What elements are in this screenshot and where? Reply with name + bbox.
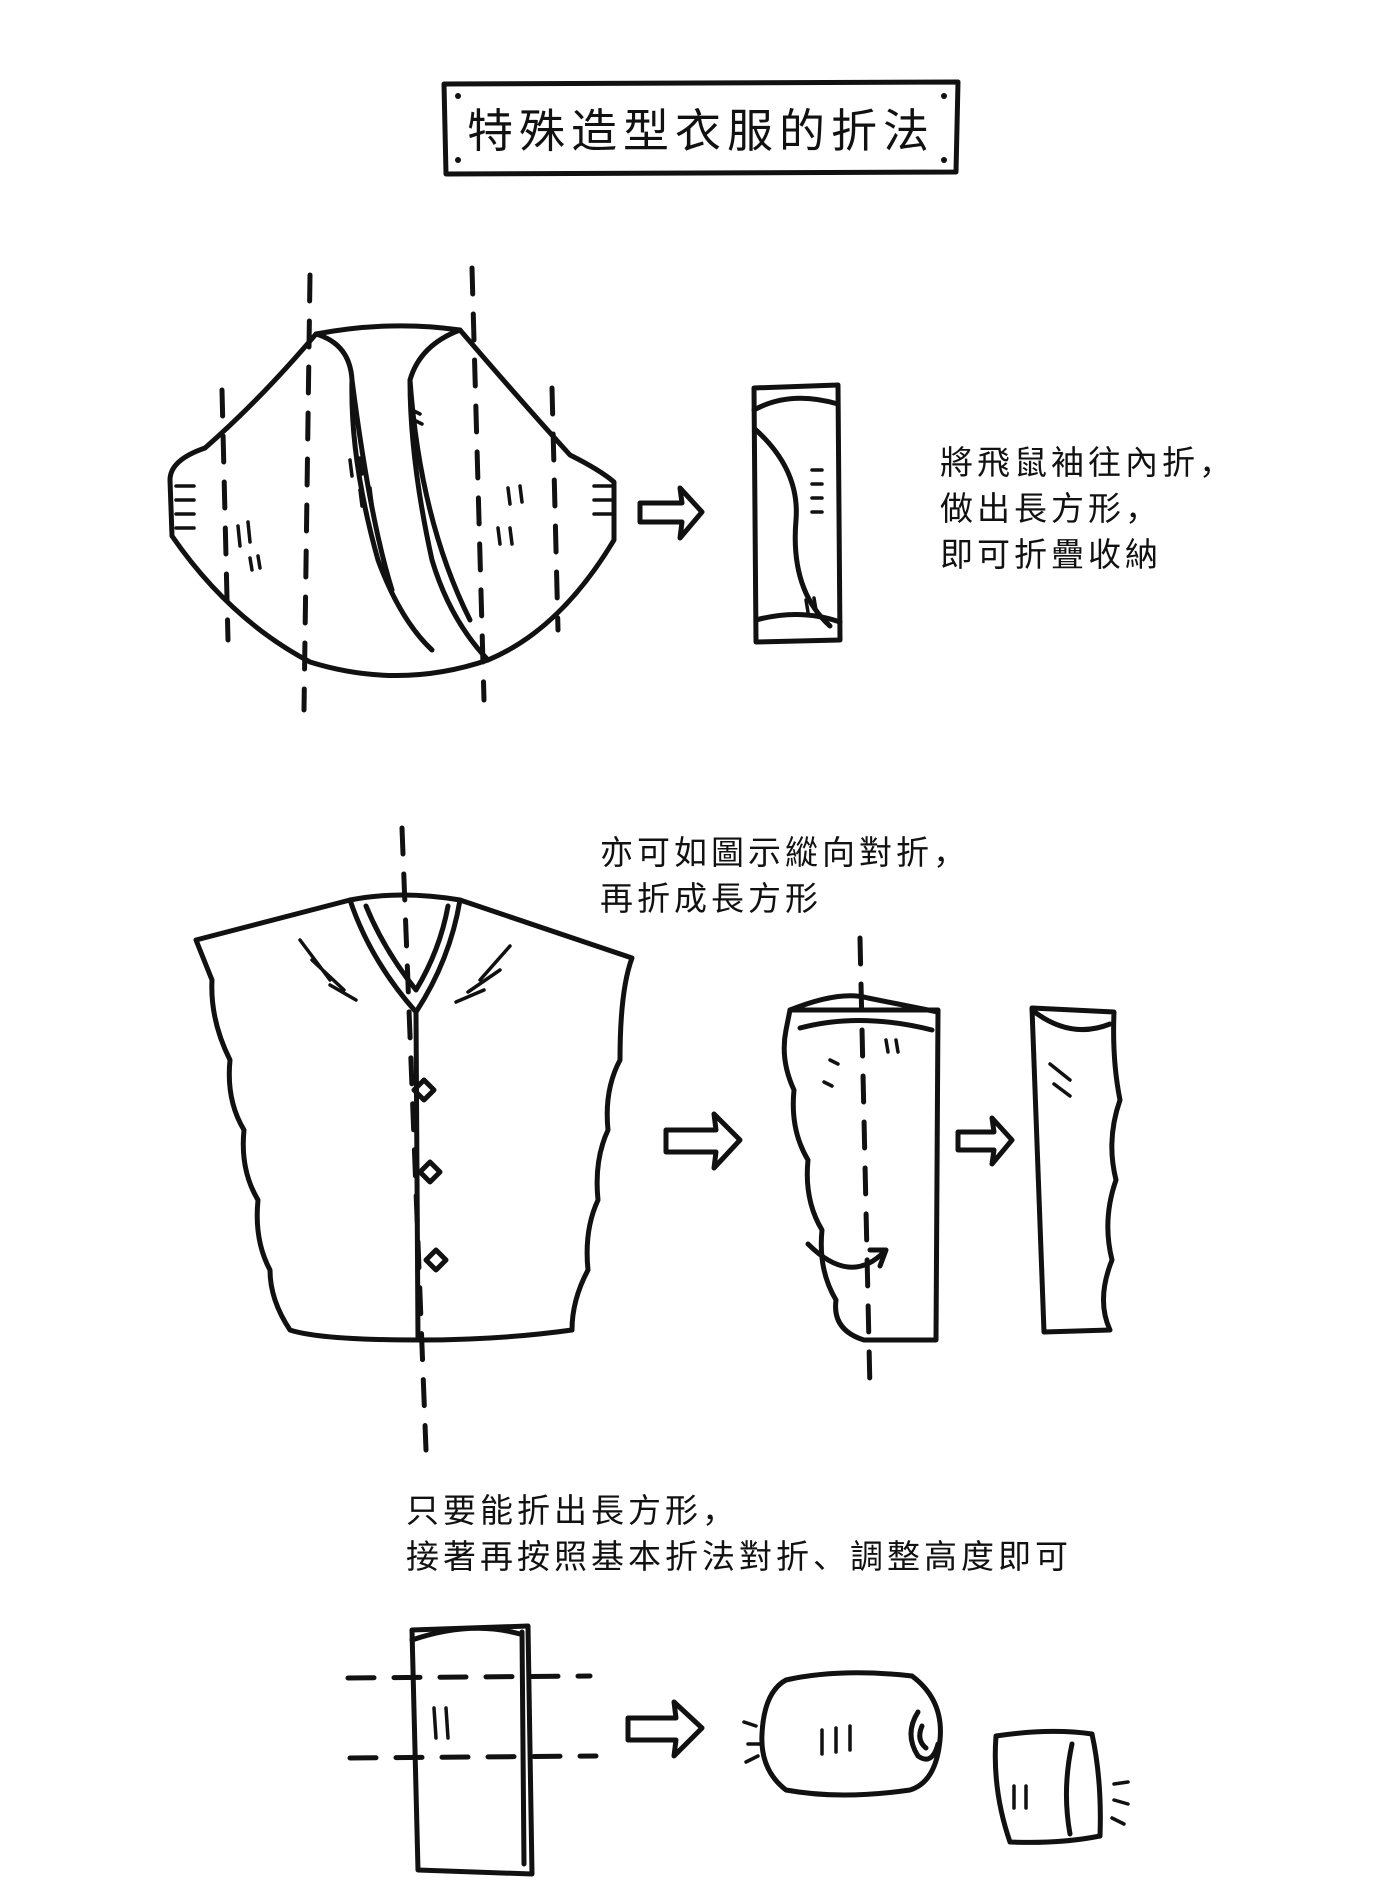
note-line: 再折成長方形 [600, 876, 970, 922]
note-line: 接著再按照基本折法對折、調整高度即可 [406, 1534, 1072, 1580]
folded-panel [412, 1626, 532, 1874]
step-1-note: 將飛鼠袖往內折， 做出長方形， 即可折疊收納 [940, 440, 1236, 578]
arrow-icon [628, 1702, 702, 1756]
folded-rectangle-2 [1032, 1008, 1120, 1332]
small-roll-icon [995, 1731, 1128, 1842]
step-3-note: 只要能折出長方形， 接著再按照基本折法對折、調整高度即可 [406, 1488, 1072, 1580]
arrow-icon [666, 1114, 740, 1168]
note-line: 將飛鼠袖往內折， [940, 440, 1236, 486]
arrow-icon [640, 488, 702, 538]
arrow-icon [958, 1118, 1012, 1164]
roll-icon [744, 1673, 940, 1795]
note-line: 亦可如圖示縱向對折， [600, 830, 970, 876]
dolman-cardigan-drawing [170, 326, 614, 676]
page-title: 特殊造型衣服的折法 [444, 82, 958, 174]
note-line: 即可折疊收納 [940, 532, 1236, 578]
step-2-note: 亦可如圖示縱向對折， 再折成長方形 [600, 830, 970, 922]
note-line: 做出長方形， [940, 486, 1236, 532]
title-text: 特殊造型衣服的折法 [467, 95, 935, 161]
note-line: 只要能折出長方形， [406, 1488, 1072, 1534]
folded-rectangle-1 [754, 385, 840, 642]
